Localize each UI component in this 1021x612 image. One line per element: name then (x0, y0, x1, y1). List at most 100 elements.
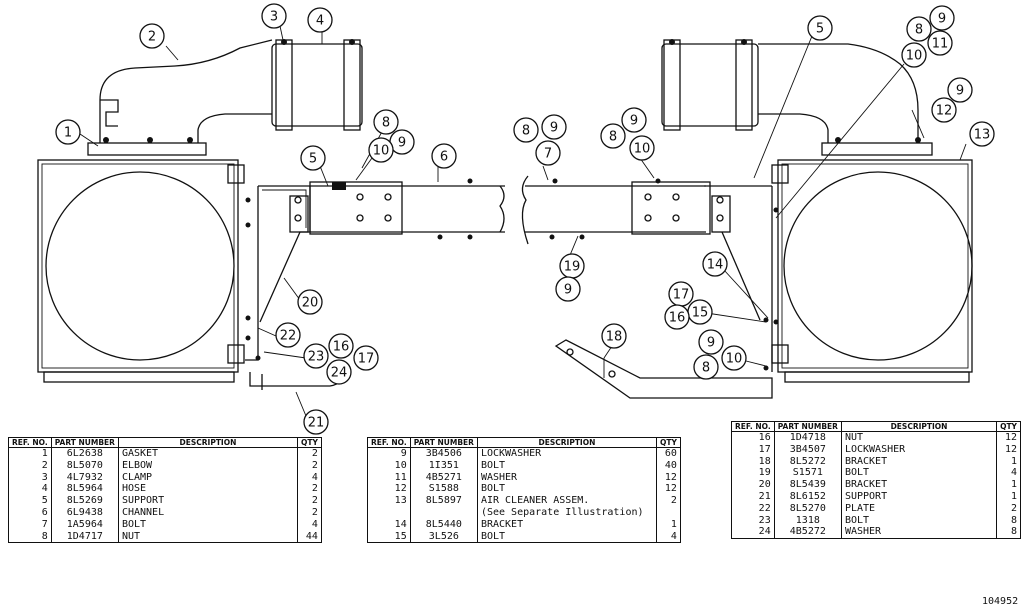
part-number: 8L6152 (773, 490, 842, 503)
part-description: (See Separate Illustration) (476, 506, 657, 519)
callout-10-bracket: 10 (721, 345, 747, 371)
ref-header: REF. NO. (367, 437, 411, 448)
quantity: 2 (655, 495, 681, 507)
part-number: 8L5897 (409, 495, 478, 507)
part-number: 4B5271 (409, 471, 478, 484)
svg-text:7: 7 (544, 147, 552, 162)
callout-14: 14 (702, 251, 728, 277)
ref-number: 3 (8, 471, 52, 484)
callout-10-left: 10 (368, 137, 394, 163)
svg-text:8: 8 (382, 116, 390, 131)
part-number: 3B4506 (409, 447, 478, 460)
svg-text:3: 3 (270, 10, 278, 25)
ref-number: 23 (731, 514, 775, 527)
quantity: 12 (655, 483, 681, 496)
part-description: PLATE (840, 502, 998, 515)
svg-text:9: 9 (550, 121, 558, 136)
svg-text:14: 14 (707, 258, 724, 273)
part-description: NUT (117, 530, 298, 544)
callout-19: 19 (559, 253, 585, 279)
part-number: 8L5070 (50, 459, 119, 472)
callout-22: 22 (275, 322, 301, 348)
callout-2: 2 (139, 23, 165, 49)
figure-number: 104952 (982, 596, 1019, 607)
part-description: AIR CLEANER ASSEM. (476, 495, 657, 507)
quantity: 4 (996, 467, 1021, 480)
part-number: 8L5272 (773, 455, 842, 468)
qty-header: QTY (655, 437, 681, 448)
svg-text:9: 9 (956, 84, 964, 99)
svg-text:12: 12 (936, 104, 953, 119)
callout-9-center: 9 (541, 114, 567, 140)
part-number: 1D4717 (50, 530, 119, 544)
part-number: S1588 (409, 483, 478, 496)
part-number (409, 506, 478, 519)
part-number: 8L5964 (50, 483, 119, 496)
quantity: 2 (296, 483, 322, 496)
svg-text:10: 10 (634, 142, 651, 157)
ref-number: 15 (367, 530, 411, 544)
callout-5-right: 5 (807, 15, 833, 41)
svg-text:5: 5 (309, 152, 317, 167)
part-number: 8L5440 (409, 518, 478, 531)
ref-header: REF. NO. (8, 437, 52, 448)
quantity: 4 (296, 518, 322, 531)
right-gasket-flange (821, 137, 933, 156)
part-description: GASKET (117, 447, 298, 460)
right-elbow (758, 43, 919, 143)
quantity: 1 (996, 455, 1021, 468)
right-support-frame (704, 185, 779, 372)
callout-10-right-top: 10 (901, 42, 927, 68)
left-air-cleaner (37, 159, 245, 383)
right-channel (521, 175, 711, 245)
svg-text:8: 8 (702, 361, 710, 376)
svg-text:16: 16 (333, 340, 350, 355)
svg-text:17: 17 (358, 352, 375, 367)
part-number: 6L9438 (50, 506, 119, 519)
svg-text:1: 1 (64, 126, 72, 141)
quantity: 2 (996, 502, 1021, 515)
callout-21: 21 (303, 409, 329, 435)
svg-text:16: 16 (669, 311, 686, 326)
quantity: 60 (655, 447, 681, 460)
ref-number (367, 506, 411, 519)
svg-text:20: 20 (302, 296, 319, 311)
quantity: 1 (655, 518, 681, 531)
quantity: 1 (996, 490, 1021, 503)
left-channel (309, 178, 505, 240)
desc-header: DESCRIPTION (840, 421, 998, 432)
svg-text:8: 8 (522, 124, 530, 139)
callout-1: 1 (55, 119, 81, 145)
quantity: 8 (996, 526, 1021, 540)
callout-4: 4 (307, 7, 333, 33)
part-number: 6L2638 (50, 447, 119, 460)
part-number: 3B4507 (773, 443, 842, 456)
part-header: PART NUMBER (50, 437, 119, 448)
quantity: 2 (296, 459, 322, 472)
svg-text:10: 10 (373, 144, 390, 159)
svg-text:21: 21 (308, 416, 325, 431)
qty-header: QTY (996, 421, 1021, 432)
part-description: HOSE (117, 483, 298, 496)
callout-11: 11 (927, 30, 953, 56)
callout-16-left: 16 (328, 333, 354, 359)
callout-12: 12 (931, 97, 957, 123)
callout-17-right: 17 (668, 281, 694, 307)
ref-number: 21 (731, 490, 775, 503)
ref-number: 22 (731, 502, 775, 515)
svg-text:22: 22 (280, 329, 297, 344)
part-number: 8L5269 (50, 495, 119, 507)
ref-number: 7 (8, 518, 52, 531)
ref-number: 4 (8, 483, 52, 496)
ref-number: 11 (367, 471, 411, 484)
quantity (655, 506, 681, 519)
svg-text:8: 8 (609, 130, 617, 145)
